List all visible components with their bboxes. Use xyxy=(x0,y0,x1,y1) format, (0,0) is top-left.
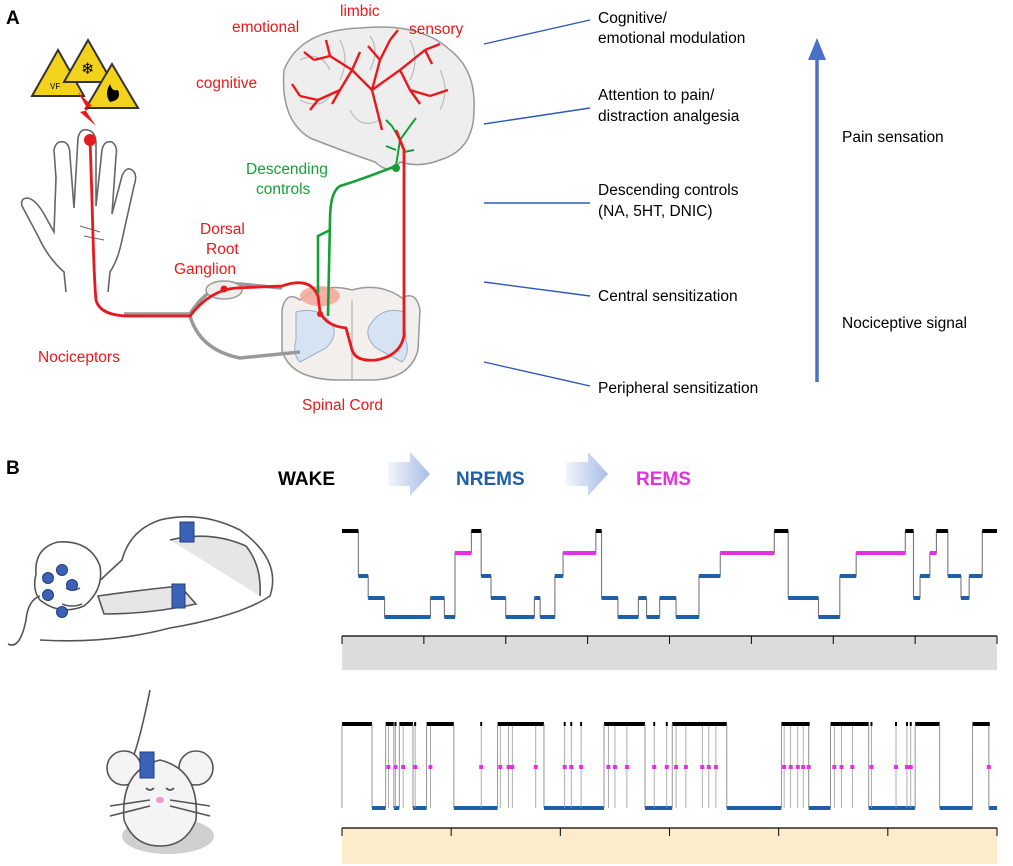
drg-cell-body xyxy=(220,285,228,293)
stage-rems: REMS xyxy=(636,469,691,490)
drg-label-line2: Root xyxy=(206,241,239,258)
stage-arrow-2 xyxy=(566,452,608,496)
mechanism-cognitive-line1: Cognitive/ xyxy=(598,10,668,27)
descending-label-line2: controls xyxy=(256,181,311,198)
eeg-electrodes-icon xyxy=(42,564,78,618)
nociceptors-label: Nociceptors xyxy=(38,349,120,366)
human-hypnogram xyxy=(341,529,998,670)
mechanism-connectors xyxy=(483,19,591,387)
human-band-upper xyxy=(179,521,195,543)
mouse-implant xyxy=(139,751,155,779)
human-band-lower xyxy=(171,583,186,609)
human-hypnogram-trace xyxy=(342,530,997,618)
dorsal-horn-neuron xyxy=(317,311,323,317)
stage-wake: WAKE xyxy=(278,469,335,490)
panel-a-letter: A xyxy=(6,8,20,29)
mechanism-cognitive-line2: emotional modulation xyxy=(598,30,745,47)
mouse-hypnogram xyxy=(341,722,998,864)
mouse-icon xyxy=(106,689,214,854)
vf-sign-label: VF xyxy=(50,82,60,91)
hand-icon xyxy=(20,128,137,293)
mechanism-attention-line1: Attention to pain/ xyxy=(598,87,715,104)
hazard-signs-icon: VF ❄ xyxy=(30,37,140,109)
brain-icon xyxy=(282,26,475,172)
brain-label-limbic: limbic xyxy=(340,3,380,20)
spinal-cord-label: Spinal Cord xyxy=(302,397,383,414)
descending-branch xyxy=(316,228,331,294)
mechanism-descending-line1: Descending controls xyxy=(598,182,739,199)
drg-label-line3: Ganglion xyxy=(174,261,236,278)
spinal-cord-icon xyxy=(281,286,421,381)
brain-label-cognitive: cognitive xyxy=(196,75,257,92)
dorsal-root-ganglion-icon xyxy=(124,280,301,360)
mechanism-peripheral: Peripheral sensitization xyxy=(598,380,758,397)
drg-label-line1: Dorsal xyxy=(200,221,245,238)
panel-b-letter: B xyxy=(6,458,20,479)
mechanism-descending-line2: (NA, 5HT, DNIC) xyxy=(598,203,713,220)
descending-label-line1: Descending xyxy=(246,161,328,178)
mechanism-central: Central sensitization xyxy=(598,288,738,305)
mechanism-attention-line2: distraction analgesia xyxy=(598,108,740,125)
brain-label-emotional: emotional xyxy=(232,19,299,36)
lightning-icon xyxy=(78,92,96,126)
stage-nrems: NREMS xyxy=(456,469,525,490)
nociceptor-terminal xyxy=(84,134,96,146)
descending-pathway xyxy=(326,164,397,317)
stage-arrow-1 xyxy=(388,452,430,496)
signal-arrow-head xyxy=(808,38,826,60)
nociceptor-pathway xyxy=(88,129,406,362)
brain-label-sensory: sensory xyxy=(409,21,464,38)
nociceptive-signal-label: Nociceptive signal xyxy=(842,315,967,332)
svg-text:❄: ❄ xyxy=(81,59,94,78)
mouse-nose xyxy=(156,797,164,803)
pain-sensation-label: Pain sensation xyxy=(842,129,944,146)
